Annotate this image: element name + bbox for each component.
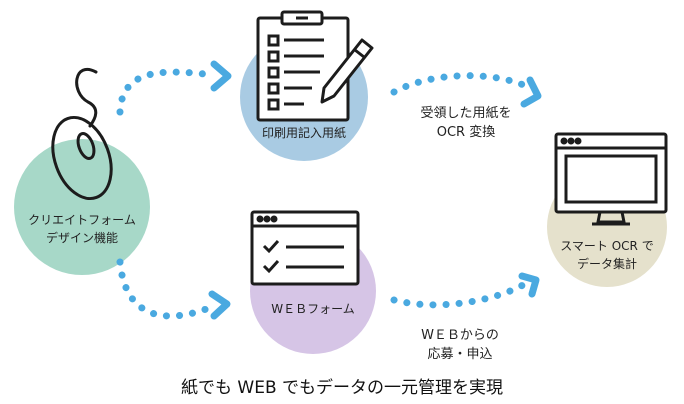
arrow-paper-to-ocr [390,72,534,96]
form-design-line1: クリエイトフォーム [28,213,136,227]
monitor-icon [554,132,668,226]
arrowhead-1 [210,60,232,92]
smart-ocr-line2: データ集計 [576,257,637,271]
arrowhead-4 [518,272,540,298]
mouse-icon [51,68,113,201]
pen-icon [320,38,374,104]
form-design-line2: デザイン機能 [45,231,118,245]
form-design-blob [14,139,150,275]
smart-ocr-label: スマート OCR で データ集計 [547,237,667,273]
web-form-label: WＥＢフォーム [271,302,355,316]
arrowhead-2 [208,290,231,320]
arrow-design-to-web [116,258,218,320]
footer-tagline: 紙でも WEB でもデータの一元管理を実現 [180,378,504,398]
arrow-web-to-ocr [390,278,532,309]
ocr-arrow-caption: 受領した用紙を OCR 変換 [406,104,526,142]
form-design-label: クリエイトフォーム デザイン機能 [12,211,152,247]
ocr-caption-line1: 受領した用紙を [420,106,512,121]
web-form-icon [250,210,360,286]
smart-ocr-line1: スマート OCR で [560,239,654,253]
arrowhead-3 [520,76,542,108]
clipboard-icon [256,10,350,122]
arrow-design-to-paper [116,68,218,116]
web-arrow-caption: WＥＢからの 応募・申込 [400,326,520,364]
paper-form-label: 印刷用記入用紙 [261,126,346,140]
dotted-arrows [116,68,534,320]
web-caption-line1: WＥＢからの [421,328,499,343]
ocr-caption-line2: OCR 変換 [436,125,496,140]
arrow-heads [208,60,542,320]
web-caption-line2: 応募・申込 [427,347,493,362]
